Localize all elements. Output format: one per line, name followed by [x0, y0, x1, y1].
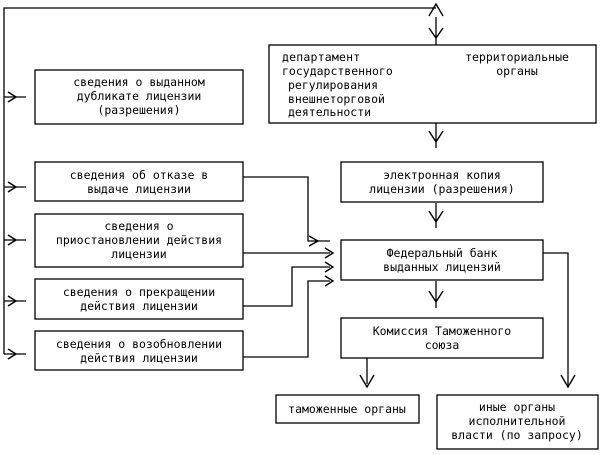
box-renewal-line-2: действия лицензии [80, 351, 198, 365]
commission-line-1: Комиссия Таможенного [373, 324, 512, 338]
arrow-into-termination [7, 295, 18, 307]
box-suspension: сведения о приостановлении действия лице… [34, 213, 244, 268]
box-duplicate: сведения о выданном дубликате лицензии (… [34, 69, 244, 125]
arrow-into-refusal [7, 181, 18, 193]
arrow-into-duplicate [7, 91, 18, 103]
arrowheads [7, 2, 576, 389]
other-bodies-line-1: иные органы [479, 400, 555, 414]
arrow-termination-bank [324, 261, 335, 273]
commission-line-2: союза [425, 338, 460, 352]
box-federal-bank: Федеральный банк выданных лицензий [340, 239, 544, 281]
arrow-down-customs [359, 374, 375, 389]
box-department: департамент государственного регулирован… [268, 44, 597, 124]
department-line-5: деятельности [288, 105, 371, 119]
arrow-down-department [428, 27, 444, 40]
territorial-line-2: органы [496, 64, 538, 78]
arrow-down-other [560, 374, 576, 389]
department-line-2: государственного [282, 64, 393, 78]
federal-bank-line-1: Федеральный банк [387, 246, 498, 260]
e-copy-line-1: электронная копия [383, 168, 501, 182]
line-bank-to-other [543, 252, 569, 386]
box-refusal-line-1: сведения об отказе в [70, 168, 208, 182]
box-renewal: сведения о возобновлении действия лиценз… [34, 330, 244, 371]
connectors [3, 7, 569, 386]
arrow-renewal-bank [324, 275, 335, 287]
federal-bank-line-2: выданных лицензий [383, 260, 501, 274]
arrow-into-suspension [7, 234, 18, 246]
box-refusal: сведения об отказе в выдаче лицензии [34, 161, 244, 202]
box-termination: сведения о прекращении действия лицензии [34, 278, 244, 320]
territorial-line-1: территориальные [465, 50, 569, 64]
box-customs: таможенные органы [275, 394, 420, 424]
box-duplicate-line-1: сведения о выданном [73, 75, 205, 89]
link-renewal-bank [243, 280, 330, 358]
box-duplicate-line-2: дубликате лицензии [77, 89, 202, 103]
arrow-refusal-bank [308, 235, 320, 247]
box-commission: Комиссия Таможенного союза [340, 317, 544, 359]
box-suspension-line-2: приостановлении действия [56, 233, 222, 247]
box-suspension-line-1: сведения о [104, 219, 173, 233]
box-termination-line-2: действия лицензии [80, 299, 198, 313]
department-line-3: регулирования [288, 78, 378, 92]
other-bodies-line-2: исполнительной [469, 414, 566, 428]
box-refusal-line-2: выдаче лицензии [87, 182, 191, 196]
arrow-down-commission [428, 290, 444, 304]
customs-line-1: таможенные органы [288, 402, 406, 416]
box-e-copy: электронная копия лицензии (разрешения) [340, 161, 544, 203]
box-termination-line-1: сведения о прекращении [63, 285, 215, 299]
department-line-4: внешнеторговой [288, 92, 385, 106]
arrow-down-bank [428, 210, 444, 224]
link-termination-bank [243, 266, 330, 307]
link-refusal-bank [243, 176, 330, 242]
department-line-1: департамент [282, 50, 360, 64]
arrow-suspension-bank [324, 247, 335, 259]
arrow-down-copy [428, 130, 444, 144]
arrow-up-top [428, 2, 444, 17]
box-duplicate-line-3: (разрешения) [97, 103, 180, 117]
box-suspension-line-3: лицензии [111, 247, 166, 261]
feedback-line [3, 7, 436, 354]
other-bodies-line-3: власти (по запросу) [451, 428, 583, 442]
box-other-bodies: иные органы исполнительной власти (по за… [436, 394, 599, 450]
e-copy-line-2: лицензии (разрешения) [369, 182, 514, 196]
arrow-into-renewal [7, 348, 18, 360]
box-renewal-line-1: сведения о возобновлении [56, 337, 222, 351]
